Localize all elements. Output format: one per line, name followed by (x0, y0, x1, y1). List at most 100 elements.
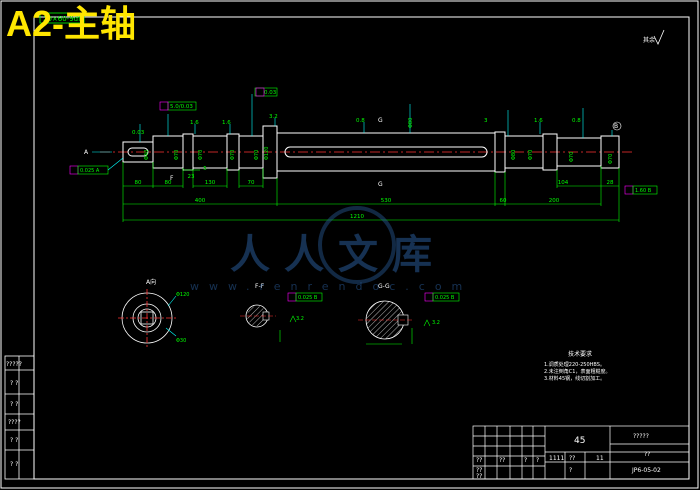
side-cell-4: ???? (8, 419, 21, 426)
tol-right: 1.60 B (624, 185, 658, 195)
dim-400: 400 (195, 198, 206, 204)
dim-200: 200 (549, 198, 560, 204)
svg-text:Φ70: Φ70 (254, 150, 260, 160)
dim-130: 130 (205, 180, 216, 186)
dim-1210: 1210 (350, 214, 364, 220)
view-ff: F-F 0.025 B 3.2 (240, 283, 323, 342)
section-marks: A F G G B (84, 117, 618, 188)
svg-text:Φ70: Φ70 (230, 150, 236, 160)
tb-row-c-2: ? (569, 467, 572, 474)
dim-28: 28 (607, 180, 614, 186)
svg-text:Φ70: Φ70 (528, 150, 534, 160)
upper-label-10: 0.8 (572, 118, 581, 124)
side-cell-3: ? ? (10, 401, 18, 408)
top-callout: 20×60-9df (39, 12, 85, 24)
side-cell-5: ? ? (10, 437, 18, 444)
title-block (472, 425, 690, 480)
upper-label-3: 0.03 (132, 130, 145, 136)
dim-23: 23 (188, 174, 195, 180)
svg-text:Φ120: Φ120 (176, 292, 189, 298)
side-cell-6: ? ? (10, 461, 18, 468)
svg-text:Φ80: Φ80 (511, 150, 517, 160)
section-mark-f: F (170, 175, 174, 182)
view-ff-label: F-F (255, 283, 265, 290)
tb-row-a-3: 11 (596, 455, 604, 462)
upper-label-5: 1.6 (222, 120, 231, 126)
side-table-text: ????? ? ? ? ? ???? ? ? ? ? (6, 361, 22, 468)
view-a (118, 289, 176, 347)
tb-name: ????? (633, 433, 649, 440)
corner-roughness: 其余 (643, 29, 665, 45)
notes-line-1: 1.调质处理220-250HBS。 (544, 361, 605, 368)
tb-row-c-1: ?? (476, 467, 482, 474)
svg-text:Φ40: Φ40 (144, 150, 150, 160)
view-a-label: A向 (146, 278, 156, 286)
tb-drawing-no: JP6-05-02 (631, 467, 661, 474)
view-ff-tol: 0.025 B (298, 295, 318, 301)
diameter-labels: Φ40 Φ70 Φ70 Φ70 Φ70 Φ120 Φ80 Φ80 Φ70 Φ70… (144, 118, 614, 164)
dim-70: 70 (248, 180, 255, 186)
svg-text:Φ30: Φ30 (176, 338, 186, 344)
dim-5: 5 (203, 166, 207, 172)
tb-material: 45 (574, 436, 585, 446)
view-gg-label: G-G (378, 283, 390, 290)
page-title: A2-主轴 (6, 3, 137, 44)
top-callout-text: 20×60-9df (43, 15, 81, 23)
dim-60: 60 (500, 198, 507, 204)
upper-label-8: 1.6 (534, 118, 543, 124)
leader-lines (139, 94, 613, 142)
svg-text:Φ70: Φ70 (608, 154, 614, 164)
dimension-lines (122, 162, 620, 222)
svg-text:Φ120: Φ120 (264, 147, 270, 160)
tb-row-a-2: ?? (569, 455, 575, 462)
view-gg-rough: 3.2 (432, 320, 440, 326)
tb-row-d-1: ?? (476, 473, 482, 480)
dim-530: 530 (381, 198, 392, 204)
dimension-texts: 80 80 130 70 400 530 60 200 104 28 1210 … (135, 166, 614, 220)
tol-left: 0.025 A (69, 157, 124, 175)
section-mark-g: G (378, 117, 383, 124)
svg-text:Φ70: Φ70 (174, 150, 180, 160)
section-mark-a: A (84, 149, 89, 156)
view-ff-rough: 3.2 (296, 316, 304, 322)
upper-label-4: 1.6 (190, 120, 199, 126)
svg-text:Φ80: Φ80 (408, 118, 414, 128)
side-cell-2: ? ? (10, 380, 18, 387)
notes-heading: 技术要求 (568, 350, 592, 358)
tech-notes: 技术要求 1.调质处理220-250HBS。 2.未注倒角C1，表面粗糙度。 3… (544, 350, 610, 382)
tb-scale: ?? (644, 451, 650, 458)
title-block-text: 45 ????? ?? JP6-05-02 1111 ?? 11 ?? ?? ?… (476, 433, 661, 480)
dim-104: 104 (558, 180, 569, 186)
tol-left-text: 0.025 A (80, 168, 100, 174)
dim-80a: 80 (135, 180, 142, 186)
dim-80b: 80 (165, 180, 172, 186)
tb-row-b-1: ?? (476, 457, 482, 464)
tb-row-b-3: ? (524, 457, 527, 464)
svg-text:Φ70: Φ70 (198, 150, 204, 160)
upper-label-1: 5.0/0.03 (170, 104, 193, 110)
notes-line-2: 2.未注倒角C1，表面粗糙度。 (544, 368, 610, 375)
upper-label-2: 0.03 (264, 90, 277, 96)
upper-labels: 5.0/0.03 0.03 0.03 1.6 1.6 3.2 0.8 1.6 3… (132, 87, 581, 136)
notes-line-3: 3.材料45钢，线切割加工。 (544, 375, 605, 382)
view-gg-tol: 0.025 B (435, 295, 455, 301)
section-mark-g2: G (378, 181, 383, 188)
shaft-outline (122, 125, 620, 179)
tb-row-a-1: 1111 (549, 455, 564, 462)
section-mark-b: B (614, 123, 618, 130)
upper-label-6: 3.2 (269, 114, 278, 120)
svg-text:Φ70: Φ70 (569, 152, 575, 162)
datum-b-circle (612, 121, 622, 131)
side-cell-1: ????? (6, 361, 22, 368)
tol-right-text: 1.60 B (635, 188, 652, 194)
view-gg: G-G 0.025 B 3.2 (358, 283, 460, 345)
upper-label-7: 0.8 (356, 118, 365, 124)
corner-roughness-text: 其余 (643, 36, 655, 44)
tb-row-b-2: ?? (499, 457, 505, 464)
inner-frame (33, 16, 690, 480)
upper-tol-frames (159, 87, 265, 111)
tb-row-b-4: ? (536, 457, 539, 464)
upper-label-9: 3 (484, 118, 488, 124)
